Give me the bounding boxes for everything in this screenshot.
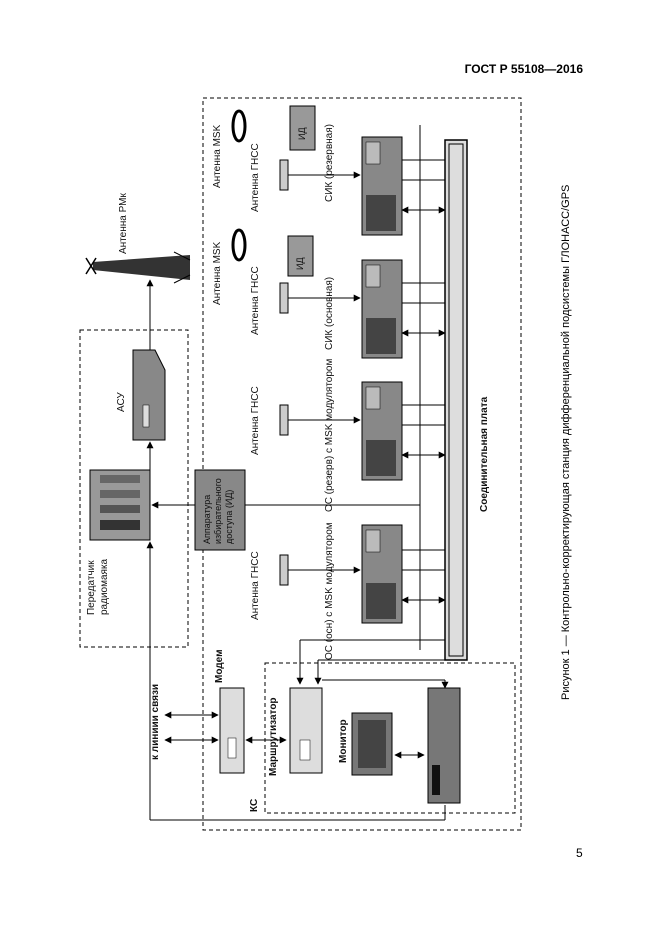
rack-os-main xyxy=(361,524,403,624)
acu-device xyxy=(132,349,166,441)
transmitter-label-1: Передатчик xyxy=(86,560,97,615)
router-label: Маршрутизатор xyxy=(268,697,279,776)
transmitter-label-2: радиомаяка xyxy=(99,558,110,615)
standard-header: ГОСТ Р 55108—2016 xyxy=(464,62,583,76)
router-device xyxy=(289,687,323,774)
sik-main-label: СИК (основная) xyxy=(324,277,335,350)
acu-label: АСУ xyxy=(116,392,127,412)
antenna-rm-label: Антенна РМк xyxy=(118,193,129,254)
transmitter-rack xyxy=(89,469,151,541)
antenna-msk-icon-reserve xyxy=(231,109,247,143)
sik-reserve-label: СИК (резервная) xyxy=(324,124,335,202)
page-number: 5 xyxy=(576,846,583,860)
rack-backplane-links xyxy=(245,125,446,650)
antenna-gnss-label-os-reserve: Антенна ГНСС xyxy=(250,386,261,455)
rack-sik-reserve xyxy=(361,136,403,236)
antenna-gnss-label-sik-reserve: Антенна ГНСС xyxy=(250,143,261,212)
modem-device xyxy=(219,687,245,774)
to-lines-label: к линиии связи xyxy=(150,684,161,760)
id-unit-label-2: избирательного xyxy=(213,478,223,544)
id-unit-label-3: доступа (ИД) xyxy=(224,490,234,544)
backplane xyxy=(444,139,468,661)
backplane-label: Соединительная плата xyxy=(479,396,490,512)
transmitter-boundary xyxy=(79,329,189,648)
id-unit-box xyxy=(194,469,246,551)
id-box-main xyxy=(287,235,314,277)
antenna-msk-icon-main xyxy=(231,228,247,262)
antenna-gnss-icon-os-main xyxy=(279,554,289,586)
id-box-label-reserve: ИД xyxy=(297,127,307,140)
monitor-icon xyxy=(351,712,393,776)
pc-tower xyxy=(427,687,461,804)
ks-label: КС xyxy=(249,799,260,812)
os-main-label: ОС (осн) с MSK модулятором xyxy=(324,522,335,660)
antenna-gnss-label-os-main: Антенна ГНСС xyxy=(250,551,261,620)
id-box-reserve xyxy=(289,105,316,151)
antenna-rm-icon xyxy=(85,251,191,284)
rack-sik-main xyxy=(361,259,403,359)
antenna-gnss-label-sik-main: Антенна ГНСС xyxy=(250,266,261,335)
rack-os-reserve xyxy=(361,381,403,481)
antenna-gnss-icon-os-reserve xyxy=(279,404,289,436)
id-unit-label-1: Аппаратура xyxy=(202,495,212,544)
antenna-gnss-icon-sik-main xyxy=(279,282,289,314)
monitor-label: Монитор xyxy=(338,719,349,763)
antenna-gnss-icon-sik-reserve xyxy=(279,159,289,191)
modem-label: Модем xyxy=(214,650,225,683)
antenna-msk-label-reserve: Антенна MSK xyxy=(212,124,223,188)
id-box-label-main: ИД xyxy=(295,257,305,270)
antenna-msk-label-main: Антенна MSK xyxy=(212,241,223,305)
os-reserve-label: ОС (резерв) с MSK модулятором xyxy=(324,359,335,512)
